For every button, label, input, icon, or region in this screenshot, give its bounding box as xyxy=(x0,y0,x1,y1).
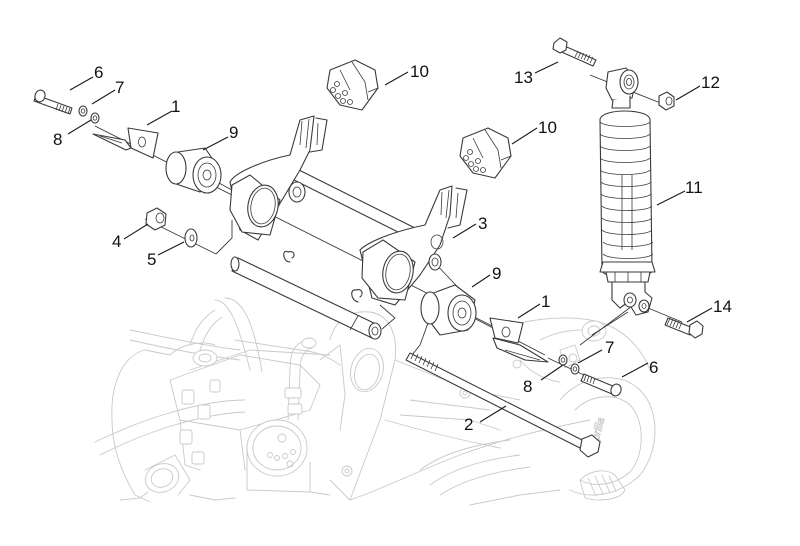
silent-block-10-right xyxy=(459,127,512,179)
callout-1-right: 1 xyxy=(541,292,550,311)
engine-background: aprilia xyxy=(94,297,656,506)
bushing-9-left xyxy=(165,147,222,194)
bolt-13 xyxy=(552,37,597,67)
callout-4: 4 xyxy=(112,232,121,251)
callout-6-left: 6 xyxy=(94,63,103,82)
washer-8-right xyxy=(558,354,568,366)
callout-10-right: 10 xyxy=(538,118,557,137)
circlip-right xyxy=(351,289,363,303)
pivot-pin xyxy=(230,256,382,340)
callout-11: 11 xyxy=(685,178,703,197)
callout-2: 2 xyxy=(464,415,473,434)
bolt-6-right xyxy=(580,373,622,397)
shock-absorber-11 xyxy=(599,67,656,316)
long-bolt-2 xyxy=(405,351,601,458)
callout-7-left: 7 xyxy=(115,78,124,97)
callout-13: 13 xyxy=(514,68,533,87)
callout-14: 14 xyxy=(713,297,732,316)
bolt-14 xyxy=(664,317,704,339)
washer-7-left xyxy=(78,105,88,117)
callout-9-left: 9 xyxy=(229,123,238,142)
callout-1-left: 1 xyxy=(171,97,180,116)
callout-6-right: 6 xyxy=(649,358,658,377)
washer-5 xyxy=(184,228,198,248)
callout-5: 5 xyxy=(147,250,156,269)
nut-4 xyxy=(145,207,167,231)
callout-12: 12 xyxy=(701,73,720,92)
circlip-left xyxy=(283,250,295,263)
callout-7-right: 7 xyxy=(605,338,614,357)
swingarm-link-frame xyxy=(229,115,468,306)
leader-lines xyxy=(67,61,713,423)
callout-8-right: 8 xyxy=(523,377,532,396)
silent-block-10-top xyxy=(326,59,379,111)
washer-8-left xyxy=(90,112,100,124)
bushing-9-right xyxy=(420,284,477,336)
callout-3: 3 xyxy=(478,214,487,233)
bracket-1-right xyxy=(489,317,549,363)
callout-labels: 6 7 8 1 9 4 5 10 10 3 9 13 12 11 14 1 7 … xyxy=(53,62,732,434)
callout-8-left: 8 xyxy=(53,130,62,149)
bolt-6-left xyxy=(33,89,73,115)
bracket-1-left xyxy=(92,127,159,159)
washer-7-right xyxy=(570,363,580,375)
nut-12 xyxy=(658,91,675,111)
callout-10-top: 10 xyxy=(410,62,429,81)
callout-9-right: 9 xyxy=(492,264,501,283)
